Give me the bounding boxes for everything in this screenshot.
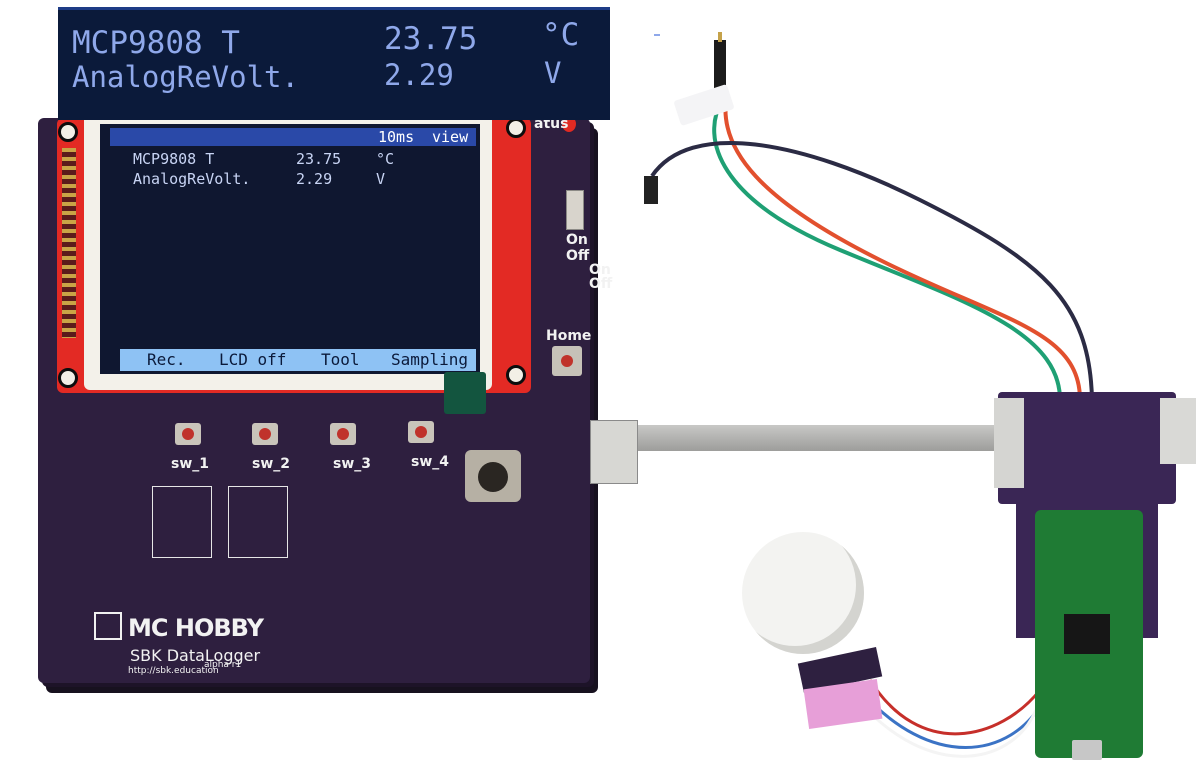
pin-header: [62, 148, 76, 338]
mount-hole-icon: [506, 118, 526, 138]
status-led-icon: [562, 116, 576, 132]
lcd-menu-sampling: Sampling: [391, 350, 469, 369]
lcd-row2-value: 2.29: [296, 170, 333, 188]
lcd-row2-unit: V: [376, 170, 386, 188]
silk-product: SBK DataLogger: [130, 646, 261, 665]
lcd-status-bar: [110, 128, 476, 146]
silk-status: atus: [534, 116, 569, 132]
silk-sw1: sw_1: [171, 456, 210, 472]
mount-hole-icon: [58, 368, 78, 388]
lcd-row1-label: MCP9808 T: [133, 150, 215, 168]
silk-home: Home: [546, 328, 592, 344]
sw3-cap: [337, 428, 349, 440]
silk-brand: MC HOBBY: [128, 614, 264, 642]
rj-connector-left: [590, 420, 638, 484]
lcd-menu-lcd-off: LCD off: [219, 350, 287, 369]
zoom-row2-label: AnalogReVolt.: [72, 60, 299, 94]
rj-connector-right: [994, 398, 1024, 488]
silk-off: Off: [566, 248, 590, 264]
lcd-row1-value: 23.75: [296, 150, 342, 168]
jumper-pin-left: [644, 176, 658, 204]
silk-sw4: sw_4: [411, 454, 450, 470]
jumper-pin-tip: [718, 32, 722, 42]
silk-on: On: [566, 232, 588, 248]
silk-sw2: sw_2: [252, 456, 291, 472]
side-connector: [1160, 398, 1196, 464]
pico-chip: [1064, 614, 1110, 654]
zoom-row2-unit: V: [544, 56, 562, 90]
zoomed-lcd-readout: MCP9808 T 23.75 °C AnalogReVolt. 2.29 V: [58, 7, 660, 120]
lcd-interval: 10ms: [378, 128, 415, 146]
sw4-cap: [415, 426, 427, 438]
silk-revision: alpha r1: [204, 660, 242, 670]
silk-off2: Off: [589, 276, 613, 292]
sw2-cap: [259, 428, 271, 440]
zoom-dash: [654, 34, 660, 36]
ribbon-cable: [635, 425, 1005, 451]
zoom-row1-unit: °C: [542, 17, 580, 53]
sw1-cap: [182, 428, 194, 440]
mount-hole-icon: [58, 122, 78, 142]
lcd-menu-bar: [120, 349, 476, 371]
power-slide-switch[interactable]: [566, 190, 584, 230]
lcd-mode: view: [432, 128, 469, 146]
regulator-footprint: [152, 486, 212, 558]
usb-port-icon: [1072, 740, 1102, 760]
regulator-footprint: [228, 486, 288, 558]
chip-logo-icon: [94, 612, 122, 640]
silk-sw3: sw_3: [333, 456, 372, 472]
mount-hole-icon: [506, 365, 526, 385]
white-knob: [742, 532, 864, 654]
silk-on2: On: [589, 262, 611, 278]
encoder-knob: [478, 462, 508, 492]
silk-url: http://sbk.education: [128, 666, 219, 676]
probe-board: [998, 392, 1176, 504]
lcd-screen: [100, 124, 480, 374]
flex-tab: [444, 372, 486, 414]
lcd-row1-unit: °C: [376, 150, 395, 168]
lcd-menu-rec: Rec.: [147, 350, 186, 369]
lcd-menu-tool: Tool: [321, 350, 360, 369]
lcd-row2-label: AnalogReVolt.: [133, 170, 251, 188]
zoom-row1-value: 23.75: [384, 21, 478, 57]
home-button-cap: [561, 355, 573, 367]
zoom-row1-label: MCP9808 T: [72, 25, 240, 61]
zoom-row2-value: 2.29: [384, 58, 454, 92]
